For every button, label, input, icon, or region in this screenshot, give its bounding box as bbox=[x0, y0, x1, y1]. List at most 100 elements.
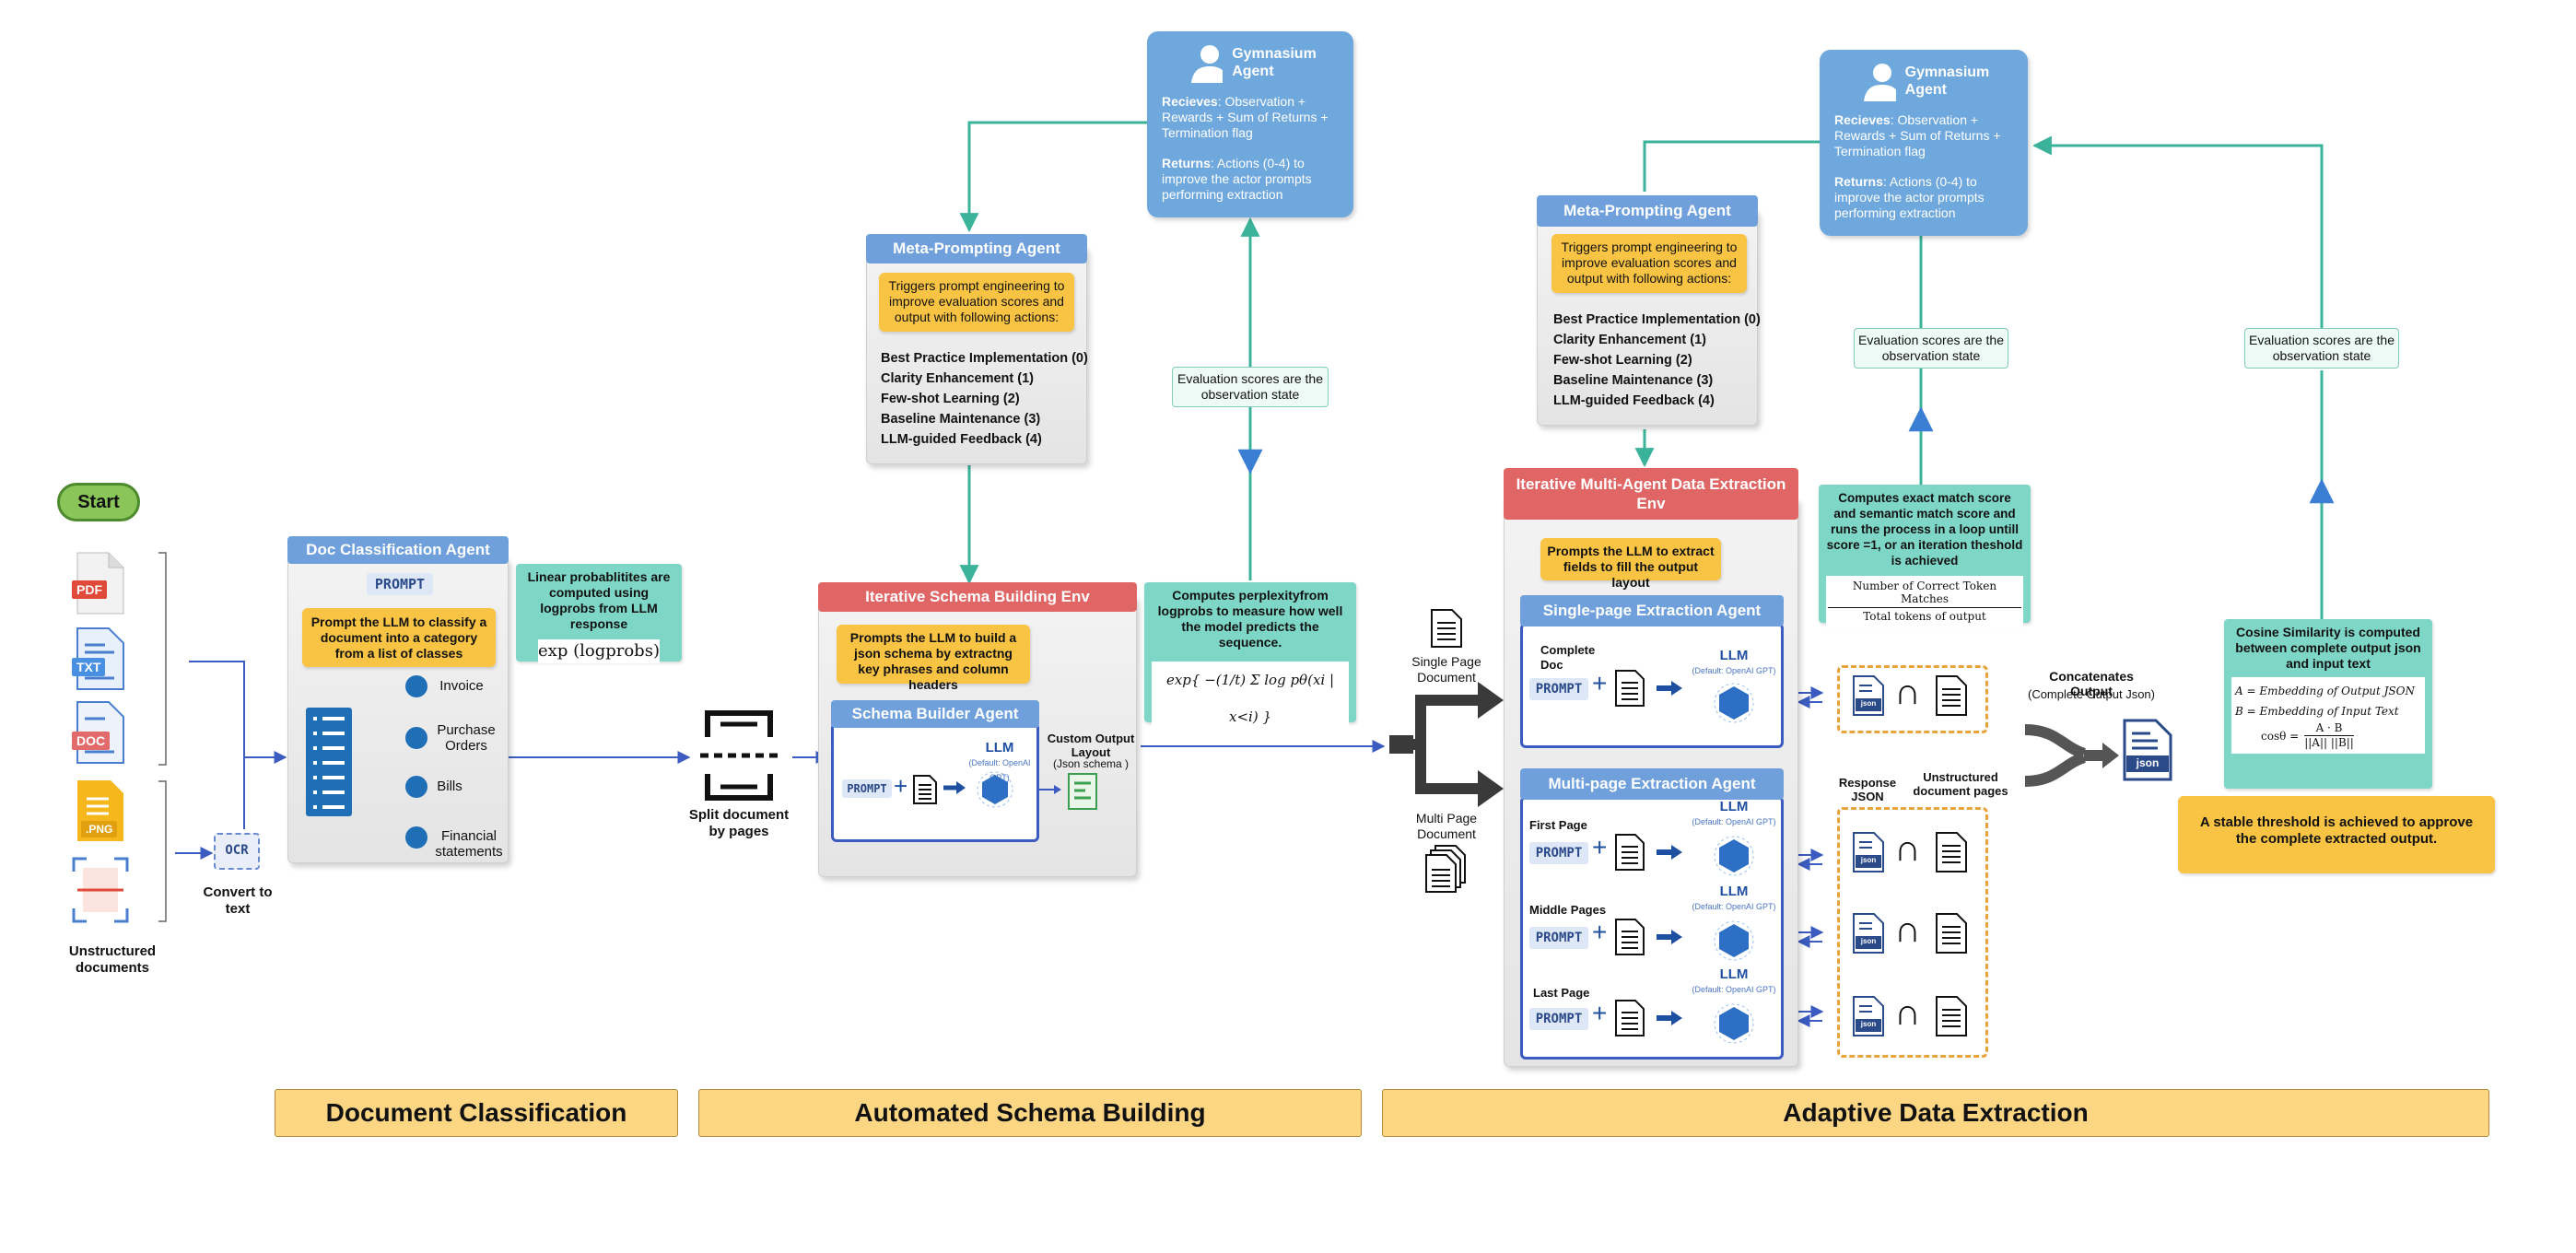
document-icon bbox=[912, 774, 938, 805]
json-file-icon: json bbox=[1852, 912, 1885, 954]
gymnasium-agent-title-1: Gymnasium Agent bbox=[1232, 46, 1317, 79]
document-icon bbox=[1614, 833, 1645, 872]
classification-instruction: Prompt the LLM to classify a document in… bbox=[302, 608, 496, 667]
observation-state-note-3: Evaluation scores are the observation st… bbox=[2244, 328, 2399, 369]
cosine-formula-box: A = Embedding of Output JSON B = Embeddi… bbox=[2231, 677, 2425, 754]
first-prompt-chip: PROMPT bbox=[1529, 842, 1588, 864]
plus-icon: + bbox=[894, 772, 908, 800]
document-icon bbox=[1614, 999, 1645, 1037]
logprob-note: Linear probablitites are computed using … bbox=[516, 564, 682, 663]
cosine-denominator: ||A|| ||B|| bbox=[2304, 736, 2354, 749]
meta-prompting-actions-2: Best Practice Implementation (0) Clarity… bbox=[1553, 310, 1761, 411]
arrow-right-icon bbox=[943, 779, 967, 796]
concatenates-title: Concatenates Output bbox=[2049, 669, 2134, 698]
arrow-right-icon bbox=[1039, 783, 1063, 796]
meta-prompting-trigger-2: Triggers prompt engineering to improve e… bbox=[1551, 234, 1747, 293]
single-page-document-caption: Single Page Document bbox=[1411, 654, 1481, 685]
exact-match-numerator: Number of Correct Token Matches bbox=[1828, 580, 2021, 608]
arrow-right-icon bbox=[1657, 680, 1684, 697]
json-file-icon: json bbox=[1852, 995, 1885, 1037]
ocr-icon: OCR bbox=[214, 833, 260, 870]
gymnasium-agent-card-2: Gymnasium Agent Recieves: Observation + … bbox=[1820, 50, 2028, 236]
page-icon bbox=[1935, 674, 1968, 717]
exact-match-formula: Number of Correct Token Matches Total to… bbox=[1826, 576, 2023, 626]
action-1: Clarity Enhancement (1) bbox=[881, 371, 1034, 386]
response-json-caption: Response JSON bbox=[1838, 776, 1897, 803]
meta-prompting-title-1: Meta-Prompting Agent bbox=[866, 234, 1087, 263]
txt-badge: TXT bbox=[72, 658, 106, 676]
gymnasium-recieves-2: Recieves: Observation + Rewards + Sum of… bbox=[1834, 112, 2001, 158]
intersection-icon: ∩ bbox=[1894, 672, 1921, 712]
action-1: Clarity Enhancement (1) bbox=[1553, 333, 1706, 347]
cosine-similarity-note: Cosine Similarity is computed between co… bbox=[2224, 619, 2432, 789]
ocr-caption: Convert to text bbox=[203, 884, 273, 917]
first-page-label: First Page bbox=[1529, 818, 1587, 832]
perplexity-note: Computes perplexityfrom logprobs to meas… bbox=[1144, 582, 1356, 735]
phase-automated-schema-building: Automated Schema Building bbox=[698, 1089, 1362, 1137]
png-badge: .PNG bbox=[81, 821, 118, 837]
class-label-bills: Bills bbox=[437, 779, 463, 794]
schema-output-icon bbox=[1067, 772, 1098, 811]
intersection-icon: ∩ bbox=[1894, 992, 1921, 1033]
schema-prompt-chip: PROMPT bbox=[842, 779, 892, 798]
complete-doc-label: Complete Doc bbox=[1540, 643, 1596, 672]
gymnasium-recieves-1: Recieves: Observation + Rewards + Sum of… bbox=[1162, 94, 1329, 140]
json-file-icon: json bbox=[1852, 674, 1885, 717]
complete-json-label: json bbox=[2136, 756, 2160, 769]
plus-icon: + bbox=[1592, 918, 1608, 946]
middle-llm-label: LLM(Default: OpenAI GPT) bbox=[1692, 884, 1776, 912]
txt-icon: TXT bbox=[72, 626, 127, 691]
stable-threshold-note: A stable threshold is achieved to approv… bbox=[2178, 796, 2495, 873]
cosine-lhs: cosθ = bbox=[2261, 729, 2300, 743]
action-4: LLM-guided Feedback (4) bbox=[1553, 393, 1715, 408]
phase-document-classification: Document Classification bbox=[275, 1089, 678, 1137]
class-label-invoice: Invoice bbox=[439, 678, 484, 694]
exact-match-note: Computes exact match score and semantic … bbox=[1819, 485, 2031, 626]
document-icon bbox=[1614, 918, 1645, 956]
split-caption: Split document by pages bbox=[688, 807, 790, 839]
class-node-purchase-orders bbox=[405, 727, 427, 749]
arrow-right-icon bbox=[1657, 1010, 1684, 1026]
user-icon bbox=[1191, 45, 1224, 83]
class-node-financial-statements bbox=[405, 826, 427, 849]
png-icon: .PNG bbox=[72, 779, 127, 843]
gymnasium-returns-2: Returns: Actions (0-4) to improve the ac… bbox=[1834, 174, 1985, 220]
concatenates-sub: (Complete Output Json) bbox=[2027, 687, 2155, 701]
cosine-line-a: A = Embedding of Output JSON bbox=[2235, 685, 2415, 697]
schema-env-title: Iterative Schema Building Env bbox=[818, 582, 1137, 612]
doc-icon: DOC bbox=[72, 700, 127, 765]
llm-hexagon-icon bbox=[1714, 835, 1754, 877]
cosine-title: Cosine Similarity is computed between co… bbox=[2235, 625, 2421, 671]
gymnasium-agent-card-1: Gymnasium Agent Recieves: Observation + … bbox=[1147, 31, 1353, 217]
action-0: Best Practice Implementation (0) bbox=[1553, 312, 1761, 327]
llm-hexagon-icon bbox=[1714, 682, 1754, 724]
single-page-extraction-title: Single-page Extraction Agent bbox=[1520, 595, 1784, 626]
doc-classification-title: Doc Classification Agent bbox=[287, 536, 509, 564]
json-file-label: json bbox=[1860, 699, 1877, 708]
meta-prompting-title-2: Meta-Prompting Agent bbox=[1537, 195, 1758, 227]
plus-icon: + bbox=[1592, 833, 1608, 861]
document-icon bbox=[1614, 669, 1645, 708]
multi-page-document-icon bbox=[1424, 844, 1467, 894]
llm-hexagon-icon bbox=[977, 770, 1013, 809]
exact-match-denominator: Total tokens of output bbox=[1863, 610, 1986, 623]
custom-output-sub: (Json schema ) bbox=[1052, 757, 1130, 770]
json-file-label: json bbox=[1860, 937, 1877, 945]
multi-page-document-caption: Multi Page Document bbox=[1415, 811, 1478, 841]
plus-icon: + bbox=[1592, 669, 1608, 697]
middle-pages-label: Middle Pages bbox=[1529, 903, 1607, 917]
class-label-financial-statements: Financial statements bbox=[435, 828, 503, 860]
single-llm-label: LLM(Default: OpenAI GPT) bbox=[1692, 648, 1776, 676]
action-3: Baseline Maintenance (3) bbox=[881, 412, 1041, 427]
start-node[interactable]: Start bbox=[57, 483, 140, 521]
first-llm-label: LLM(Default: OpenAI GPT) bbox=[1692, 799, 1776, 827]
multi-page-extraction-title: Multi-page Extraction Agent bbox=[1520, 768, 1784, 800]
schema-env-instruction: Prompts the LLM to build a json schema b… bbox=[837, 625, 1030, 692]
arrow-right-icon bbox=[1657, 844, 1684, 861]
json-file-icon: json bbox=[1852, 831, 1885, 873]
unstructured-documents-caption: Unstructured documents bbox=[68, 943, 157, 976]
page-icon bbox=[1935, 912, 1968, 954]
split-pages-icon bbox=[700, 709, 778, 802]
gymnasium-agent-title-2: Gymnasium Agent bbox=[1904, 64, 1990, 98]
